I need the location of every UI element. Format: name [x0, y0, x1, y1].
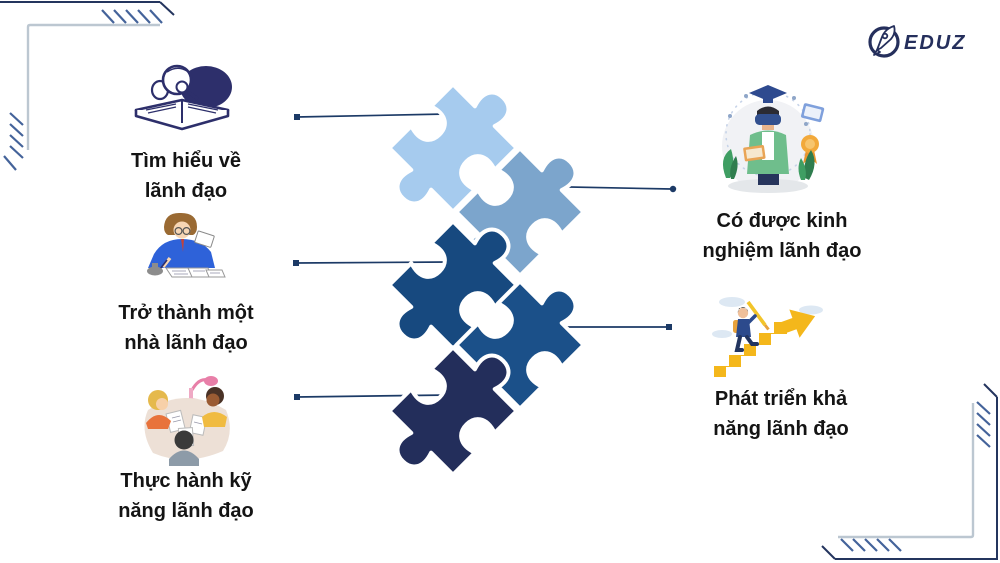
old-man-reading-book-illustration — [134, 64, 232, 131]
rocket-icon — [873, 25, 896, 56]
hatch-lines-bottom-right — [840, 401, 991, 552]
corner-frame-bottom-right — [821, 383, 998, 560]
label-line: nghiệm lãnh đạo — [702, 240, 862, 262]
label-line: Thực hành kỹ — [120, 470, 252, 492]
puzzle-pieces — [371, 66, 602, 493]
logo-text: EDUZ — [904, 32, 966, 54]
group-practicing-at-table-illustration — [144, 376, 230, 466]
connector-left-2 — [295, 261, 451, 264]
eduz-logo: EDUZ — [868, 25, 966, 58]
hatch-lines-top-left — [3, 9, 163, 171]
corner-frame-top-left — [0, 1, 175, 171]
connector-dot — [294, 394, 300, 400]
label-line: lãnh đạo — [144, 180, 228, 202]
person-writing-at-desk-illustration — [147, 212, 226, 278]
floating-book-icon — [801, 103, 825, 123]
connector-dot — [294, 114, 300, 120]
label-line: Phát triển khả — [714, 388, 848, 410]
label-line: năng lãnh đạo — [118, 500, 254, 522]
connector-dots — [293, 114, 677, 400]
label-line: năng lãnh đạo — [713, 418, 849, 440]
connector-dot — [293, 260, 299, 266]
stairs-shape — [714, 322, 787, 377]
vr-experience-person-illustration — [722, 85, 825, 193]
connector-dot — [669, 185, 677, 193]
label-line: Tìm hiểu về — [130, 150, 242, 172]
connector-left-3 — [296, 394, 451, 398]
label-line: nhà lãnh đạo — [124, 332, 248, 354]
climbing-person — [733, 300, 770, 352]
label-tro-thanh-mot-nha-lanh-dao: Trở thành một nhà lãnh đạo — [86, 298, 286, 358]
climbing-arrow-stairs-illustration — [712, 297, 823, 377]
label-thuc-hanh-ky-nang-lanh-dao: Thực hành kỹ năng lãnh đạo — [86, 466, 286, 526]
label-tim-hieu-ve-lanh-dao: Tìm hiểu về lãnh đạo — [96, 146, 276, 206]
label-co-duoc-kinh-nghiem-lanh-dao: Có được kinh nghiệm lãnh đạo — [682, 206, 882, 266]
label-phat-trien-kha-nang-lanh-dao: Phát triển khả năng lãnh đạo — [681, 384, 881, 444]
connector-left-1 — [296, 113, 448, 118]
graduation-cap-icon — [749, 85, 787, 103]
connector-dot — [666, 324, 672, 330]
label-line: Có được kinh — [716, 210, 848, 232]
label-line: Trở thành một — [118, 302, 254, 324]
cloud-shapes — [712, 297, 823, 338]
arrow-shape — [779, 309, 816, 338]
